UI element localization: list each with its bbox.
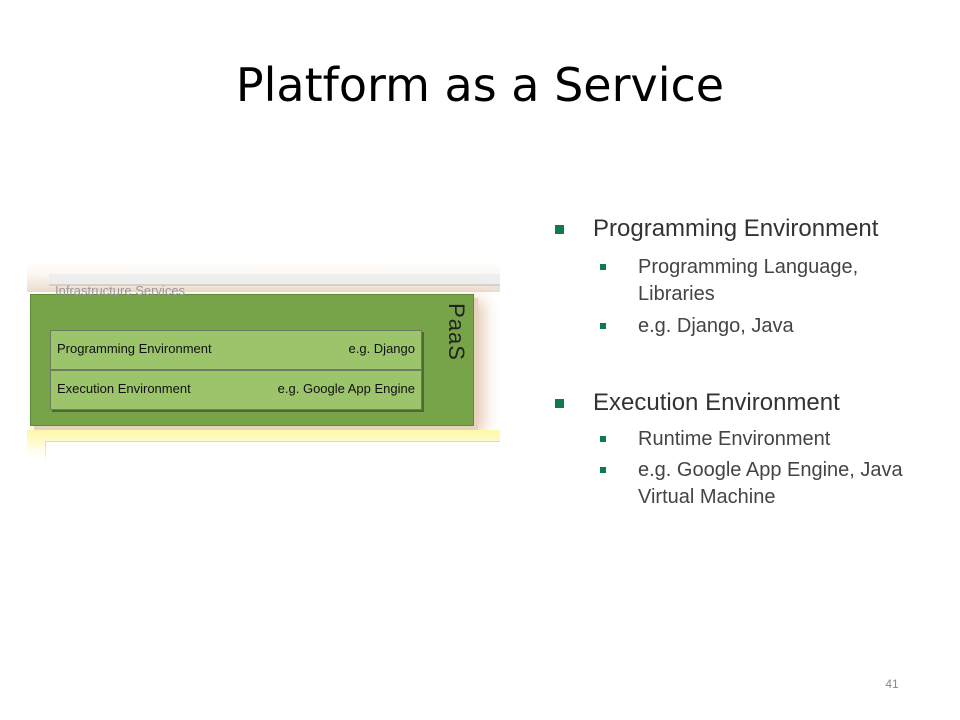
paas-layer-box: PaaS Programming Environment e.g. Django… [30, 294, 474, 426]
row-name: Programming Environment [57, 341, 212, 356]
sub-bullet-item: Runtime Environment [600, 426, 935, 453]
square-bullet-icon [555, 399, 564, 408]
bullet-list: Programming Environment Programming Lang… [555, 212, 935, 515]
bullet-text: Execution Environment [593, 389, 840, 416]
square-bullet-icon [600, 467, 606, 473]
row-example: e.g. Django [348, 341, 416, 356]
upper-layer-band [27, 262, 500, 292]
paas-layer-label: PaaS [440, 299, 472, 365]
square-bullet-icon [555, 225, 564, 234]
sub-bullet-text: Programming Language, Libraries [638, 256, 859, 305]
bullet-item: Programming Environment [555, 212, 935, 246]
bullet-item: Execution Environment [555, 386, 935, 420]
upper-layer-bar [49, 274, 500, 286]
bullet-text: Programming Environment [593, 215, 879, 242]
sub-bullet-item: Programming Language, Libraries [600, 254, 935, 308]
programming-environment-row: Programming Environment e.g. Django [50, 330, 422, 370]
bullet-group-programming: Programming Environment Programming Lang… [555, 212, 935, 340]
sub-bullet-item: e.g. Django, Java [600, 313, 935, 340]
row-name: Execution Environment [57, 381, 191, 396]
infrastructure-layer-label: Infrastructure Services [55, 283, 186, 298]
square-bullet-icon [600, 323, 606, 329]
slide-title: Platform as a Service [235, 58, 725, 112]
row-example: e.g. Google App Engine [277, 381, 415, 396]
paas-diagram: PaaS Programming Environment e.g. Django… [27, 262, 500, 462]
paas-label-text: PaaS [444, 303, 470, 361]
square-bullet-icon [600, 264, 606, 270]
page-number: 41 [885, 677, 899, 691]
paas-band: PaaS Programming Environment e.g. Django… [27, 293, 500, 429]
sub-bullet-text: e.g. Django, Java [638, 315, 794, 337]
bullet-group-execution: Execution Environment Runtime Environmen… [555, 386, 935, 511]
execution-environment-row: Execution Environment e.g. Google App En… [50, 370, 422, 410]
square-bullet-icon [600, 436, 606, 442]
sub-bullet-text: Runtime Environment [638, 428, 831, 450]
bottom-fade [27, 444, 500, 462]
sub-bullet-text: e.g. Google App Engine, Java Virtual Mac… [638, 459, 903, 508]
sub-bullet-item: e.g. Google App Engine, Java Virtual Mac… [600, 457, 935, 511]
